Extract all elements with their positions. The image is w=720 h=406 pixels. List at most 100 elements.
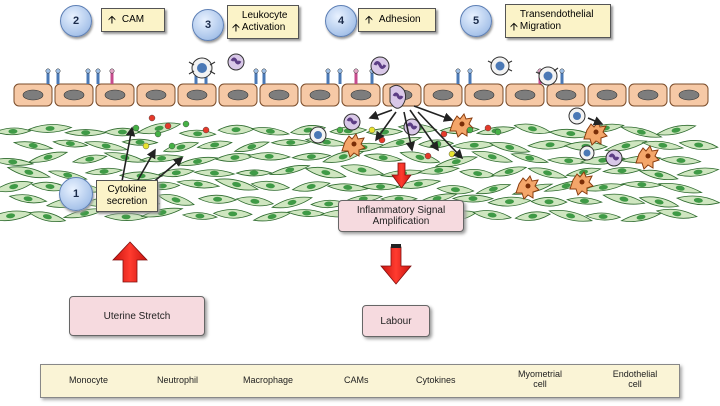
neutrophil-migrating	[389, 84, 407, 109]
endothelial-cell	[628, 83, 668, 107]
macrophage-cell	[569, 171, 594, 196]
macrophage-cell	[341, 133, 366, 158]
step-number: 5	[472, 15, 480, 27]
labour-label: Labour	[380, 315, 412, 327]
endothelial-cell	[341, 83, 381, 107]
cam-molecule	[325, 68, 331, 84]
cam-molecule	[353, 68, 359, 84]
myometrial-cell	[660, 156, 702, 165]
myometrial-cell	[417, 166, 460, 175]
cytokine-dot	[202, 126, 210, 134]
myometrial-cell	[527, 167, 568, 179]
myometrial-cell	[676, 167, 720, 177]
myometrial-cell	[291, 181, 331, 192]
myometrial-cell	[620, 212, 662, 222]
myometrial-cell	[247, 152, 292, 161]
up-arrow-icon: 🡩	[365, 14, 373, 26]
legend-macrophage-label: Macrophage	[243, 375, 294, 385]
up-arrow-icon: 🡩	[510, 21, 518, 33]
cam-molecule	[55, 68, 61, 84]
step-number: 4	[337, 15, 345, 27]
neutrophil-cell-2	[370, 56, 390, 76]
cytokine-dot	[484, 124, 492, 132]
arrow-to-amplification	[391, 162, 412, 189]
myometrial-cell	[196, 140, 233, 150]
myometrial-cell	[250, 180, 291, 191]
myometrial-cell	[582, 183, 625, 192]
leukocytes-in-tissue	[309, 107, 623, 167]
endothelial-cell	[505, 83, 545, 107]
legend-neutrophil-label: Neutrophil	[157, 375, 199, 385]
myometrial-cell	[475, 183, 512, 195]
myometrial-cell	[436, 185, 475, 195]
step-number: 1	[72, 188, 80, 200]
myometrial-cell	[638, 169, 679, 181]
myometrial-cell	[176, 156, 219, 166]
myometrial-cell	[157, 194, 195, 206]
myometrial-cell	[28, 211, 67, 223]
legend-monocyte-label: Monocyte	[69, 375, 109, 385]
myometrial-cell	[0, 210, 34, 222]
legend	[40, 364, 680, 398]
cytokine-dot	[424, 152, 432, 160]
myometrial-cell	[459, 168, 497, 179]
myometrial-cell	[621, 181, 663, 188]
cam-molecule	[261, 68, 267, 84]
myometrial-cell	[193, 169, 236, 177]
cam-molecule	[253, 68, 259, 84]
cytokine-dot	[448, 150, 456, 158]
endothelial-cell	[546, 83, 586, 107]
myometrial-cell	[103, 212, 149, 221]
myometrial-cell	[548, 210, 593, 222]
myometrial-cell	[8, 194, 48, 204]
myometrial-cell	[340, 164, 384, 176]
cam-molecule	[45, 68, 51, 84]
arrow-to-labour	[380, 246, 412, 285]
myometrial-cell	[675, 195, 720, 206]
myometrial-cell	[178, 129, 217, 138]
myometrial-cell	[488, 142, 531, 153]
myometrial-cell	[271, 196, 313, 209]
myometrial-cell	[360, 183, 401, 191]
myometrial-cell	[395, 179, 442, 189]
myometrial-cell	[514, 211, 552, 221]
step-2-label: CAM	[121, 14, 145, 25]
myometrial-cell	[0, 158, 35, 166]
myometrial-cell	[657, 183, 703, 194]
myometrial-cell	[27, 151, 69, 163]
red-arrows	[112, 162, 412, 285]
cytokine-dot	[148, 114, 156, 122]
myometrial-cell	[604, 140, 648, 152]
myometrial-cell	[181, 212, 218, 220]
myometrial-cell	[0, 127, 32, 136]
myometrial-cell	[377, 137, 423, 148]
endothelial-cell	[669, 83, 709, 107]
legend-myometrial-label: Myometrial cell	[517, 369, 562, 389]
leukocytes-in-vessel	[188, 53, 559, 109]
cam-molecule	[455, 68, 461, 84]
step-2-circle: 2	[60, 5, 92, 37]
myometrial-cell	[235, 196, 275, 207]
myometrial-cell	[12, 141, 54, 150]
myometrial-cell	[363, 153, 403, 162]
myometrial-cell	[655, 124, 697, 136]
cytokine-dot	[494, 128, 502, 136]
arrow-from-stretch	[112, 241, 148, 283]
myometrial-cell	[286, 209, 327, 217]
cytokine-dot	[466, 126, 474, 134]
legend-cams-label: CAMs	[344, 375, 369, 385]
myometrial-cell	[121, 138, 159, 146]
endothelial-cell	[177, 83, 217, 107]
myometrial-cell	[0, 181, 34, 193]
macrophages	[341, 113, 660, 200]
step-3-box: 🡩Leukocyte Activation	[227, 5, 299, 39]
step-5-box: 🡩Transendothelial Migration	[505, 4, 611, 38]
myometrial-cell	[641, 140, 685, 150]
myometrial-cell	[620, 126, 663, 138]
myometrial-cell	[399, 151, 441, 164]
myometrial-cell	[250, 127, 291, 136]
step-2-box: 🡩CAM	[101, 8, 165, 32]
myometrial-cell	[678, 140, 719, 150]
myometrial-cell	[214, 153, 255, 162]
myometrial-cell	[310, 199, 348, 209]
